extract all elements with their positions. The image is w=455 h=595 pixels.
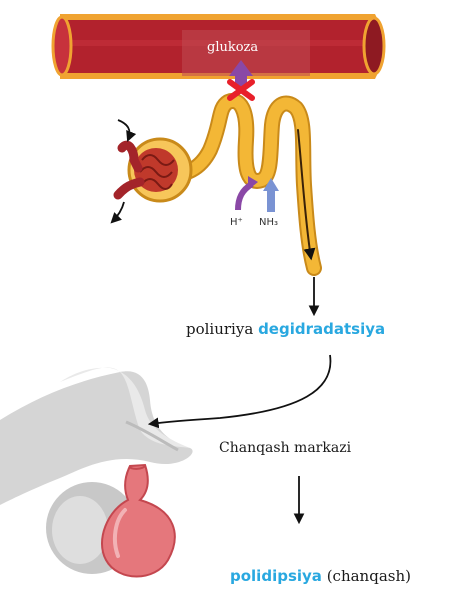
thirst-label: (chanqash) [327, 567, 411, 585]
arrow-to-thirst-center [150, 355, 330, 424]
polydipsia-line: polidipsiya (chanqash) [230, 569, 411, 584]
dehydration-label: degidradatsiya [258, 320, 385, 338]
thirst-center-label: Chanqash markazi [219, 441, 351, 455]
pituitary-gland [46, 465, 175, 577]
polyuria-label: poliuriya [186, 320, 253, 338]
nh3-label: NH₃ [259, 218, 278, 228]
glomerulus [112, 120, 191, 222]
h-ion-label: H⁺ [230, 218, 243, 228]
glucose-label: glukoza [207, 41, 258, 54]
nephron-tubule [168, 101, 314, 268]
polyuria-line: poliuriya degidradatsiya [186, 322, 385, 337]
h-ion-arrow [238, 176, 258, 210]
polydipsia-label: polidipsiya [230, 567, 322, 585]
